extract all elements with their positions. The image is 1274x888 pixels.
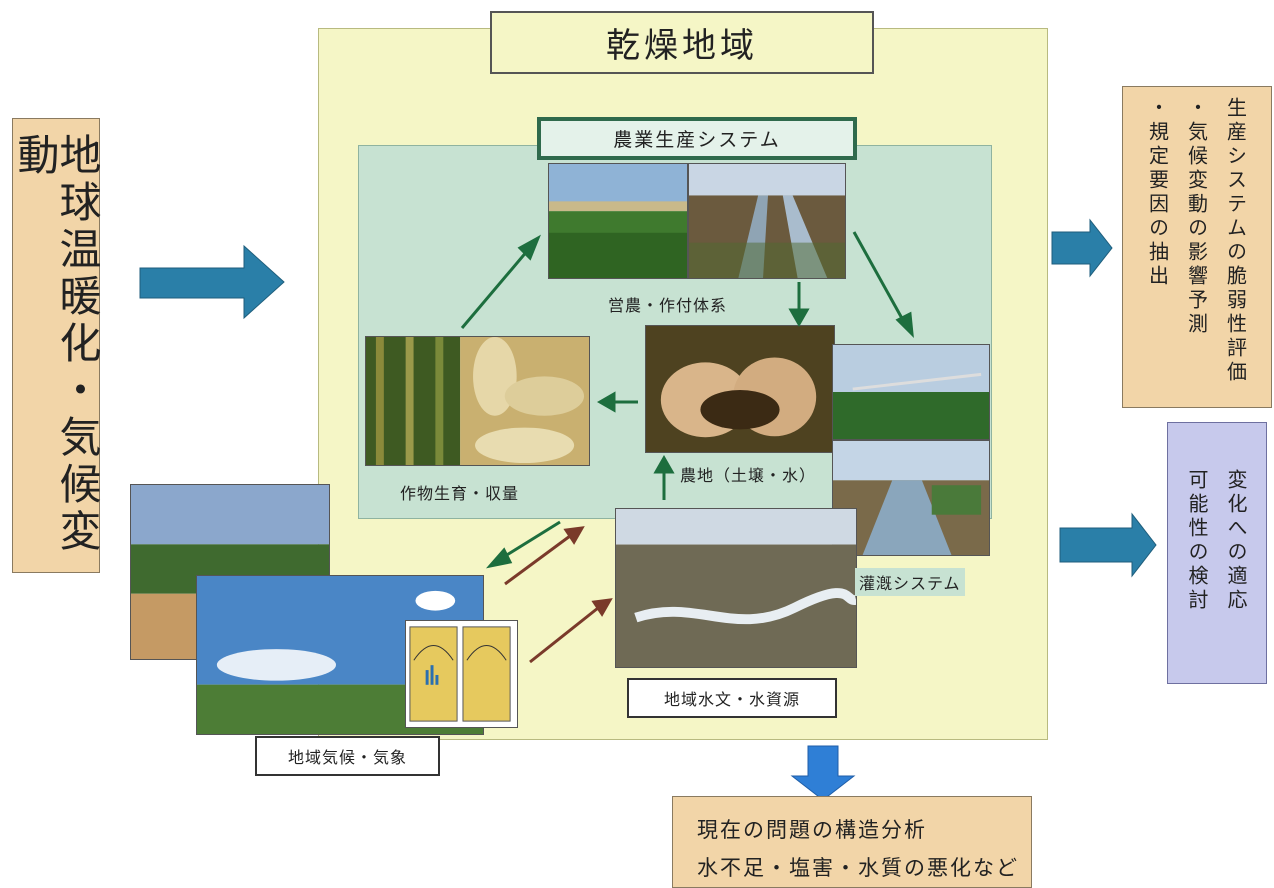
climate-to-system-arrow (504, 534, 571, 586)
farming-system-label: 営農・作付体系 (608, 296, 728, 315)
adaptation-box: 変化への適応 可能性の検討 (1167, 422, 1267, 684)
arid-region-title: 乾燥地域 (490, 11, 874, 74)
crop-to-farming-arrow (460, 249, 530, 329)
center-pivot-photo (832, 344, 990, 440)
regional-climate-label: 地域気候・気象 (255, 736, 440, 776)
climate-graph-photo (405, 620, 518, 728)
river-landscape-photo (615, 508, 857, 668)
farm-field-photo (548, 163, 688, 279)
irrigation-furrow-photo (688, 163, 846, 279)
climate-to-hydrology-arrow (529, 606, 599, 664)
vulnerability-evaluation-box: 生産システムの脆弱性評価 ・気候変動の影響予測 ・規定要因の抽出 (1122, 86, 1272, 408)
adaptation-line2: 可能性の検討 (1185, 469, 1209, 613)
global-warming-box: 地球温暖化・気候変動 (11, 118, 102, 573)
soil-hands-photo (645, 325, 835, 453)
farming-to-irrigation-arrow (852, 231, 906, 323)
global-warming-label: 地球温暖化・気候変動 (11, 133, 102, 556)
problem-output-arrow (790, 745, 856, 801)
agricultural-system-title: 農業生産システム (537, 117, 857, 160)
evaluation-line1: 生産システムの脆弱性評価 (1223, 97, 1248, 385)
wheat-corn-photo (365, 336, 590, 466)
irrigation-system-label: 灌漑システム (855, 568, 965, 596)
evaluation-output-arrow (1051, 218, 1113, 278)
system-to-climate-arrow (501, 520, 561, 560)
hydrology-label: 地域水文・水資源 (627, 678, 837, 718)
evaluation-line2: ・気候変動の影響予測 (1184, 97, 1209, 337)
irrigation-canal-photo (832, 440, 990, 556)
problem-analysis-line1: 現在の問題の構造分析 (697, 818, 927, 842)
farmland-label: 農地（土壌・水） (680, 466, 817, 485)
crop-growth-label: 作物生育・収量 (400, 484, 520, 503)
evaluation-line3: ・規定要因の抽出 (1145, 97, 1170, 289)
input-arrow (139, 244, 285, 320)
problem-analysis-line2: 水不足・塩害・水質の悪化など (697, 856, 1019, 880)
adaptation-output-arrow (1059, 512, 1157, 578)
adaptation-line1: 変化への適応 (1224, 469, 1248, 613)
problem-analysis-box: 現在の問題の構造分析 水不足・塩害・水質の悪化など (672, 796, 1032, 888)
